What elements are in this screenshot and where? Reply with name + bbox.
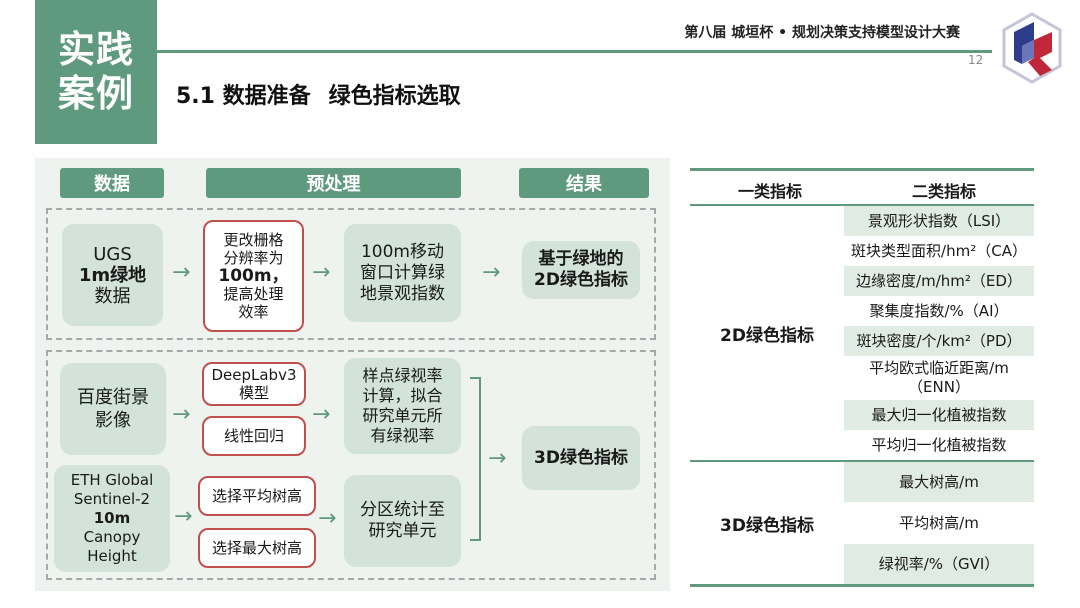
indicator-row: 最大归一化植被指数 [844,400,1034,430]
canopy-line3: 10m [93,509,131,527]
resample-line3: 100m， [218,266,289,286]
indicator-row: 最大树高/m [844,462,1034,502]
indicator-row: 聚集度指数/%（AI） [844,296,1034,326]
title-section: 5.1 数据准备 [176,84,311,109]
ugs-line2: 1m绿地 [78,264,147,286]
canopy-line1: ETH Global [70,471,154,489]
arrow-right-icon: → [318,506,337,531]
table-bottom-rule [690,584,1034,587]
indicator-table: 一类指标 二类指标 2D绿色指标 景观形状指数（LSI） 斑块类型面积/hm²（… [690,168,1034,588]
indicator-row: 景观形状指数（LSI） [844,206,1034,236]
result-2d-box: 基于绿地的 2D绿色指标 [522,241,640,299]
page-number: 12 [968,53,984,67]
canopy-line2: Sentinel-2 [73,490,151,508]
mean-height-box: 选择平均树高 [198,476,316,516]
col-header-result: 结果 [519,168,649,198]
arrow-right-icon: → [172,402,191,427]
resample-line4: 提高处理 [223,285,284,303]
zonal-stats-box: 分区统计至 研究单元 [344,475,461,567]
page-title: 5.1 数据准备绿色指标选取 [176,78,461,110]
contest-logo-icon [1002,12,1062,84]
canopy-height-data-box: ETH Global Sentinel-2 10m Canopy Height [54,465,170,572]
resample-step-box: 更改栅格 分辨率为 100m， 提高处理 效率 [203,220,304,332]
table-header-primary: 一类指标 [738,182,803,201]
deeplab-model-box: DeepLabv3 模型 [202,362,306,406]
section-badge: 实践 案例 [35,0,157,144]
row2-group [46,350,656,580]
arrow-right-icon: → [488,446,507,471]
merge-bracket-icon [470,377,481,541]
gvi-calc-box: 样点绿视率 计算，拟合 研究单元所 有绿视率 [344,358,461,454]
header-divider [157,50,992,53]
table-header-rule [690,204,1034,206]
col-header-data: 数据 [60,168,164,198]
section-badge-line1: 实践 [58,28,134,71]
indicator-row: 平均归一化植被指数 [844,430,1034,460]
indicator-row: 斑块密度/个/km²（PD） [844,326,1034,356]
resample-line2: 分辨率为 [223,249,284,267]
col-header-preprocess: 预处理 [206,168,461,198]
table-header-secondary: 二类指标 [912,182,977,201]
arrow-right-icon: → [174,504,193,529]
indicator-row: 平均树高/m [844,502,1034,544]
title-topic: 绿色指标选取 [328,84,461,109]
section-badge-line2: 案例 [58,72,134,115]
resample-line1: 更改栅格 [223,231,284,249]
resample-line5: 效率 [238,303,269,321]
indicator-row: 边缘密度/m/hm²（ED） [844,266,1034,296]
arrow-right-icon: → [482,260,501,285]
canopy-line5: Height [87,547,137,565]
category-2d: 2D绿色指标 [690,206,844,460]
arrow-right-icon: → [172,260,191,285]
ugs-line3: 数据 [94,285,131,307]
canopy-line4: Canopy [83,528,141,546]
row1-group [46,208,656,340]
landscape-index-box: 100m移动 窗口计算绿 地景观指数 [344,224,461,322]
ugs-line1: UGS [93,243,132,265]
arrow-right-icon: → [312,402,331,427]
category-3d: 3D绿色指标 [690,462,844,584]
street-view-data-box: 百度街景 影像 [60,363,166,455]
linear-regression-box: 线性回归 [202,416,306,456]
ugs-data-box: UGS 1m绿地 数据 [62,224,163,326]
indicator-row: 绿视率/%（GVI） [844,544,1034,584]
table-top-rule [690,168,1034,171]
indicator-row: 斑块类型面积/hm²（CA） [844,236,1034,266]
max-height-box: 选择最大树高 [198,528,316,568]
contest-name: 第八届 城垣杯 • 规划决策支持模型设计大赛 [684,25,960,41]
indicator-row: 平均欧式临近距离/m （ENN） [844,356,1034,400]
result-3d-box: 3D绿色指标 [522,426,640,490]
table-section-rule [690,460,1034,462]
arrow-right-icon: → [312,260,331,285]
